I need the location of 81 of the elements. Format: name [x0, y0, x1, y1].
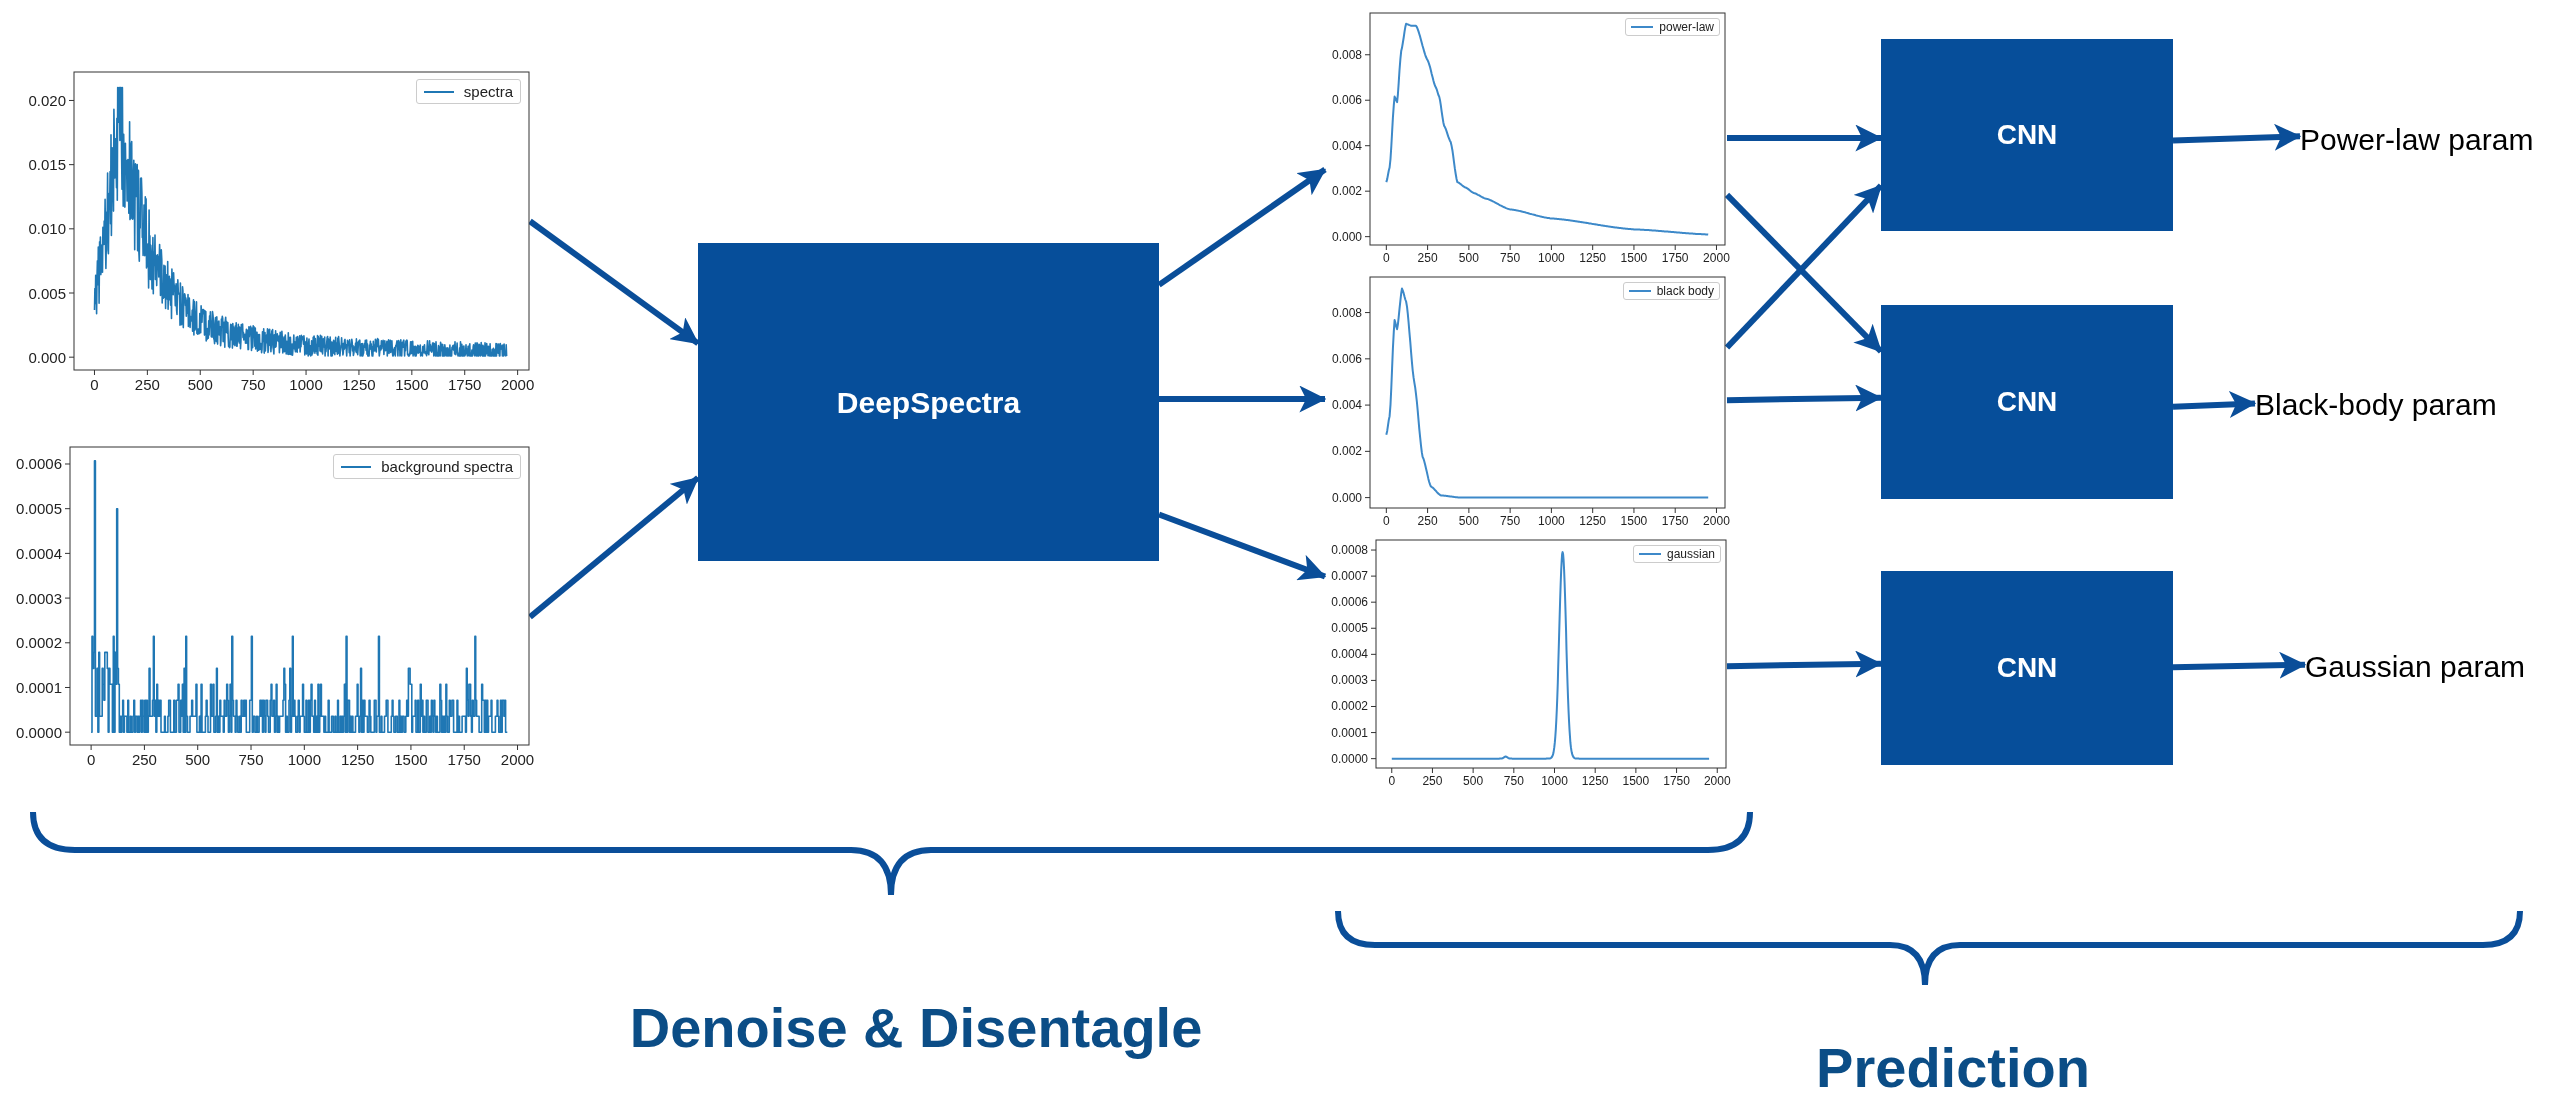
process-box: DeepSpectra [698, 243, 1159, 561]
axis-tick-label: 0.0005 [1331, 622, 1368, 635]
axis-tick-label: 1250 [340, 752, 375, 767]
process-box: CNN [1881, 305, 2173, 499]
axis-tick-label: 0.004 [1331, 399, 1362, 412]
axis-tick-label: 500 [187, 377, 213, 392]
axis-tick-label: 1000 [287, 752, 321, 767]
axis-tick-label: 1750 [447, 752, 481, 767]
axis-tick-label: 0.006 [1331, 94, 1362, 107]
axis-tick-label: 0.002 [1331, 445, 1362, 458]
axis-tick-label: 1500 [1620, 252, 1648, 264]
axis-tick-label: 0 [90, 377, 99, 392]
axis-tick-label: 1000 [1538, 515, 1565, 527]
axis-tick-label: 500 [1458, 515, 1479, 527]
axis-tick-label: 1500 [1620, 515, 1648, 527]
axis-tick-label: 1750 [1661, 252, 1689, 264]
axis-tick-label: 0.0007 [1331, 570, 1368, 583]
axis-tick-label: 0.0001 [16, 680, 62, 695]
axis-tick-label: 0.005 [28, 285, 66, 301]
axis-tick-label: 1250 [1579, 515, 1606, 527]
axis-tick-label: 0.0000 [16, 724, 62, 740]
axis-tick-label: 0.0003 [1331, 674, 1368, 687]
arrow [1726, 384, 1883, 412]
axis-tick-label: 250 [1417, 252, 1438, 264]
axis-tick-label: 750 [1500, 252, 1521, 264]
axis-tick-label: 0 [1383, 252, 1390, 264]
axis-tick-label: 0.0004 [16, 545, 62, 561]
axis-tick-label: 750 [240, 377, 266, 392]
axis-tick-label: 0.020 [28, 92, 66, 108]
axis-tick-label: 0.000 [28, 349, 66, 365]
arrow [528, 475, 700, 620]
axis-tick-label: 1750 [448, 377, 482, 392]
axis-tick-label: 0.0002 [1331, 700, 1368, 713]
axis-tick-label: 250 [131, 752, 157, 767]
axis-tick-label: 2000 [500, 377, 535, 392]
arrow [1159, 385, 1327, 413]
axis-tick-label: 0.0008 [1331, 544, 1368, 557]
arrow [1727, 124, 1883, 152]
axis-tick-label: 1750 [1661, 515, 1689, 527]
series-name: spectra [463, 84, 513, 99]
axis-tick-label: 250 [134, 377, 160, 392]
section-label: Prediction [1816, 1040, 2090, 1096]
axis-tick-label: 0.015 [28, 157, 66, 173]
axis-tick-label: 2000 [1703, 515, 1730, 527]
axis-tick-label: 1250 [1579, 252, 1606, 264]
axis-tick-label: 0.010 [28, 221, 66, 237]
axis-tick-label: 500 [185, 752, 211, 767]
axis-tick-label: 500 [1458, 252, 1479, 264]
series-name: black body [1656, 285, 1714, 297]
axis-tick-label: 0.0005 [16, 501, 62, 517]
axis-tick-label: 1000 [1538, 252, 1565, 264]
process-box: CNN [1881, 39, 2173, 231]
axis-tick-label: 1000 [289, 377, 323, 392]
output-label: Gaussian param [2305, 643, 2555, 689]
axis-tick-label: 0.0003 [16, 590, 62, 606]
series-name: background spectra [381, 459, 513, 474]
arrow [2172, 123, 2302, 151]
axis-tick-label: 750 [238, 752, 264, 767]
axis-tick-label: 1500 [395, 377, 429, 392]
arrow [1726, 650, 1883, 678]
axis-tick-label: 2000 [500, 752, 535, 767]
axis-tick-label: 0.0004 [1331, 648, 1368, 661]
axis-tick-label: 1250 [342, 377, 376, 392]
axis-tick-label: 1500 [394, 752, 428, 767]
axis-tick-label: 0.002 [1331, 185, 1362, 198]
output-label: Power-law param [2300, 116, 2550, 162]
series-name: power-law [1659, 21, 1714, 33]
axis-tick-label: 0.0002 [16, 635, 62, 651]
axis-tick-label: 2000 [1703, 252, 1730, 264]
axis-tick-label: 0.0006 [16, 456, 62, 472]
output-label: Black-body param [2255, 381, 2525, 427]
arrow [528, 218, 700, 346]
axis-tick-label: 0 [86, 752, 96, 767]
arrow [2172, 390, 2257, 418]
series-name: gaussian [1666, 548, 1715, 560]
axis-tick-label: 750 [1500, 515, 1521, 527]
arrow [2172, 651, 2307, 679]
axis-tick-label: 0 [1383, 515, 1390, 527]
axis-tick-label: 250 [1417, 515, 1438, 527]
axis-tick-label: 0.0006 [1331, 596, 1368, 609]
process-box: CNN [1881, 571, 2173, 765]
